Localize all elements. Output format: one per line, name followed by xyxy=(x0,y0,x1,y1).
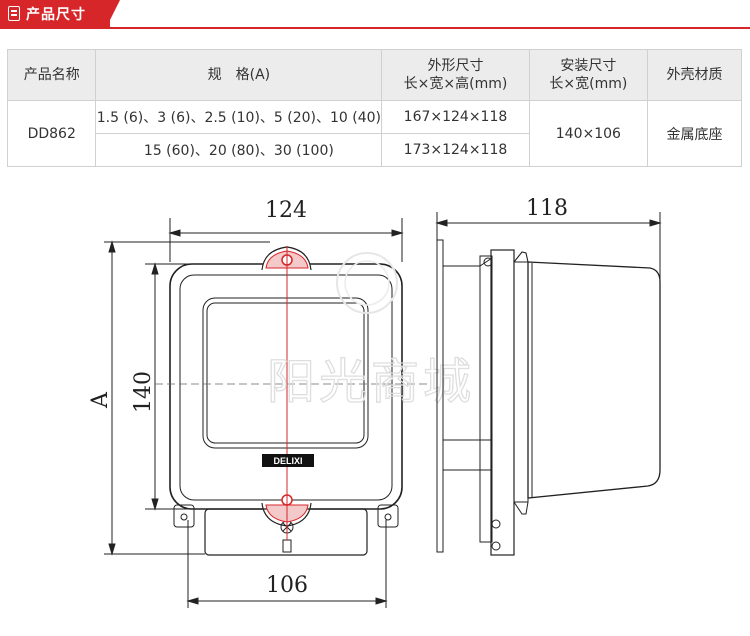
cell-spec: 15 (60)、20 (80)、30 (100) xyxy=(95,133,383,167)
table-row: DD862 1.5 (6)、3 (6)、2.5 (10)、5 (20)、10 (… xyxy=(6,100,742,167)
watermark-logo xyxy=(336,252,398,314)
header-install-line2: 长×宽(mm) xyxy=(549,76,628,92)
cell-model: DD862 xyxy=(6,100,97,167)
dim-width-top: 124 xyxy=(265,198,307,223)
watermark-text: 阳光商城 xyxy=(267,354,475,410)
document-icon xyxy=(8,6,20,21)
brand-plate xyxy=(262,454,314,467)
cell-material: 金属底座 xyxy=(647,100,742,167)
header-model: 产品名称 xyxy=(6,49,97,101)
header-outer-line1: 外形尺寸 xyxy=(427,58,484,74)
dimension-diagram: DELIXI 阳光商城 124 106 140 A 118 xyxy=(88,196,662,608)
dim-width-bottom: 106 xyxy=(266,573,308,598)
dim-height-var: A xyxy=(88,391,113,409)
header-install-size: 安装尺寸 长×宽(mm) xyxy=(528,49,649,101)
header-outer-line2: 长×宽×高(mm) xyxy=(403,76,508,92)
section-header: 产品尺寸 xyxy=(0,0,750,30)
header-tab-corner xyxy=(106,0,120,28)
brand-label: DELIXI xyxy=(273,456,302,466)
cell-outer: 167×124×118 xyxy=(381,100,530,134)
table-row: 15 (60)、20 (80)、30 (100) 173×124×118 xyxy=(8,133,742,167)
header-spec: 规 格(A) xyxy=(95,49,383,101)
dim-height: 140 xyxy=(131,371,156,413)
section-title: 产品尺寸 xyxy=(26,7,86,23)
cell-outer: 173×124×118 xyxy=(381,133,530,167)
dim-depth: 118 xyxy=(526,196,568,221)
header-material: 外壳材质 xyxy=(647,49,742,101)
spec-table: 产品名称 规 格(A) 外形尺寸 长×宽×高(mm) 安装尺寸 长×宽(mm) … xyxy=(6,49,742,167)
cell-spec: 1.5 (6)、3 (6)、2.5 (10)、5 (20)、10 (40) xyxy=(95,100,383,134)
header-underline xyxy=(0,27,750,29)
header-install-line1: 安装尺寸 xyxy=(560,58,617,74)
table-header-row: 产品名称 规 格(A) 外形尺寸 长×宽×高(mm) 安装尺寸 长×宽(mm) … xyxy=(6,49,742,101)
header-tab xyxy=(0,0,110,28)
cell-install: 140×106 xyxy=(528,100,649,167)
header-outer-size: 外形尺寸 长×宽×高(mm) xyxy=(381,49,530,101)
